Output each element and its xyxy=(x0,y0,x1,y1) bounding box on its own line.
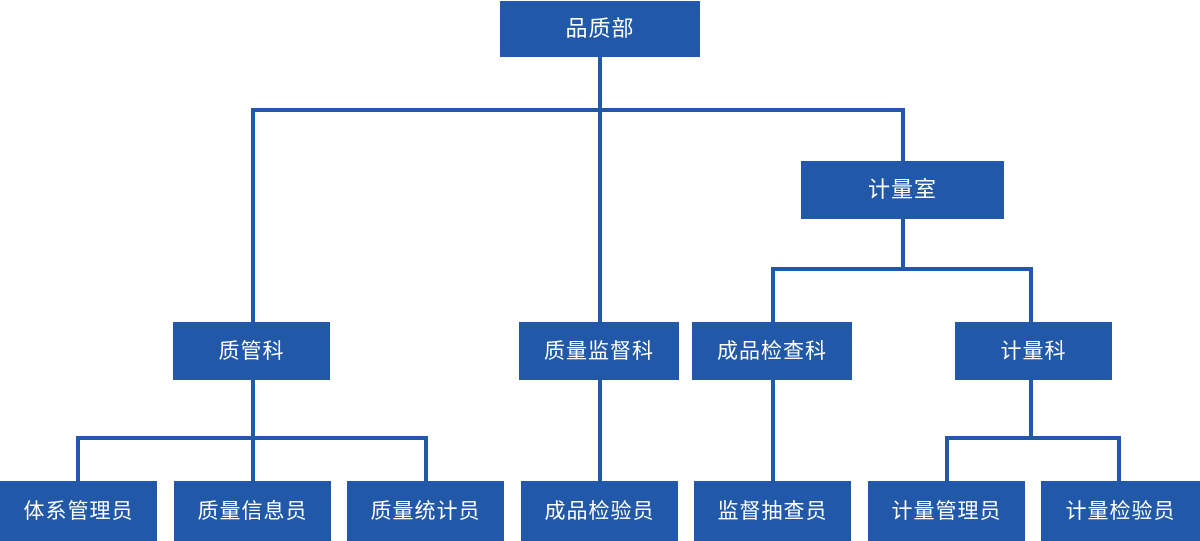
node-pinzhibu[interactable]: 品质部 xyxy=(500,1,700,57)
node-label: 质量统计员 xyxy=(370,499,481,523)
node-jiliangjianyan[interactable]: 计量检验员 xyxy=(1041,481,1200,541)
node-label: 体系管理员 xyxy=(23,499,134,523)
node-label: 计量管理员 xyxy=(891,499,1002,523)
connector-drop-zhiliangtongji xyxy=(424,436,428,481)
node-label: 质管科 xyxy=(218,339,285,363)
node-jianduchoucha[interactable]: 监督抽查员 xyxy=(694,481,851,541)
node-label: 计量室 xyxy=(867,177,937,202)
connector-root-stem xyxy=(598,57,602,110)
connector-drop-zhiliangxinxi xyxy=(251,436,255,481)
node-jiliangke[interactable]: 计量科 xyxy=(955,322,1112,380)
connector-drop-chengpinjiancha xyxy=(771,267,775,322)
connector-drop-zhiguanke xyxy=(251,108,255,322)
node-jiliangguanli[interactable]: 计量管理员 xyxy=(868,481,1025,541)
connector-drop-tixiguanli xyxy=(76,436,80,481)
node-label: 质量信息员 xyxy=(197,499,308,523)
connector-jiliangke-bus xyxy=(945,436,1121,440)
connector-drop-jianduchoucha xyxy=(771,380,775,481)
connector-jiliangshi-bus xyxy=(771,267,1033,271)
node-label: 监督抽查员 xyxy=(717,499,828,523)
connector-drop-jiliangjianyan xyxy=(1117,436,1121,481)
node-label: 质量监督科 xyxy=(544,339,654,363)
connector-drop-jiliangguanli xyxy=(945,436,949,481)
node-jiliangshi[interactable]: 计量室 xyxy=(801,161,1004,219)
connector-drop-zhiliangjiandu xyxy=(598,108,602,322)
connector-jiliangshi-stem xyxy=(901,219,905,269)
node-label: 计量检验员 xyxy=(1065,499,1176,523)
node-zhiliangxinxi[interactable]: 质量信息员 xyxy=(174,481,331,541)
node-label: 成品检查科 xyxy=(717,339,827,363)
connector-main-bus xyxy=(251,108,905,112)
connector-drop-jiliangshi xyxy=(901,108,905,161)
connector-zhiguanke-stem xyxy=(251,380,255,439)
node-zhiliangtongji[interactable]: 质量统计员 xyxy=(347,481,504,541)
node-label: 品质部 xyxy=(565,16,635,41)
connector-drop-chengpinjianyan xyxy=(598,380,602,481)
connector-drop-jiliangke xyxy=(1029,267,1033,322)
node-label: 成品检验员 xyxy=(544,499,655,523)
node-chengpinjiancha[interactable]: 成品检查科 xyxy=(692,322,852,380)
node-label: 计量科 xyxy=(1000,339,1067,363)
node-zhiliangjiandu[interactable]: 质量监督科 xyxy=(519,322,679,380)
node-zhiguanke[interactable]: 质管科 xyxy=(173,322,330,380)
connector-jiliangke-stem xyxy=(1029,380,1033,439)
node-chengpinjianyan[interactable]: 成品检验员 xyxy=(521,481,678,541)
node-tixiguanli[interactable]: 体系管理员 xyxy=(0,481,157,541)
